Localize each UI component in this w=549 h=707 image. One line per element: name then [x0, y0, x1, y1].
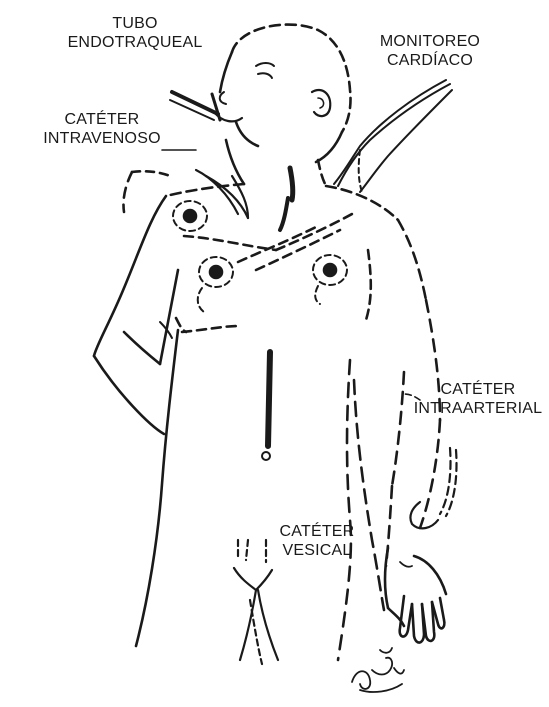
endotracheal-tube	[170, 92, 220, 120]
signature-mark	[352, 648, 404, 692]
label-line: CARDÍACO	[368, 51, 492, 70]
label-line: MONITOREO	[368, 32, 492, 51]
label-cateter-intraarterial: CATÉTER INTRAARTERIAL	[410, 380, 546, 418]
label-monitoreo-cardiaco: MONITOREO CARDÍACO	[368, 32, 492, 70]
label-cateter-intravenoso: CATÉTER INTRAVENOSO	[38, 110, 166, 148]
cardiac-monitor-leads	[334, 80, 452, 192]
ecg-electrode-3	[313, 255, 347, 304]
head-outline	[214, 25, 351, 162]
label-cateter-vesical: CATÉTER VESICAL	[268, 522, 366, 560]
ecg-electrode-1	[173, 201, 207, 231]
hand	[385, 548, 446, 643]
midline-drain	[262, 352, 270, 460]
arterial-catheter	[410, 448, 456, 528]
label-line: CATÉTER	[38, 110, 166, 129]
label-tubo-endotraqueal: TUBO ENDOTRAQUEAL	[66, 14, 204, 52]
label-line: ENDOTRAQUEAL	[66, 33, 204, 52]
label-line: CATÉTER	[268, 522, 366, 541]
label-line: INTRAVENOSO	[38, 129, 166, 148]
label-line: INTRAARTERIAL	[410, 399, 546, 418]
label-line: VESICAL	[268, 541, 366, 560]
ecg-electrode-2	[198, 257, 233, 312]
label-line: CATÉTER	[410, 380, 546, 399]
label-line: TUBO	[66, 14, 204, 33]
